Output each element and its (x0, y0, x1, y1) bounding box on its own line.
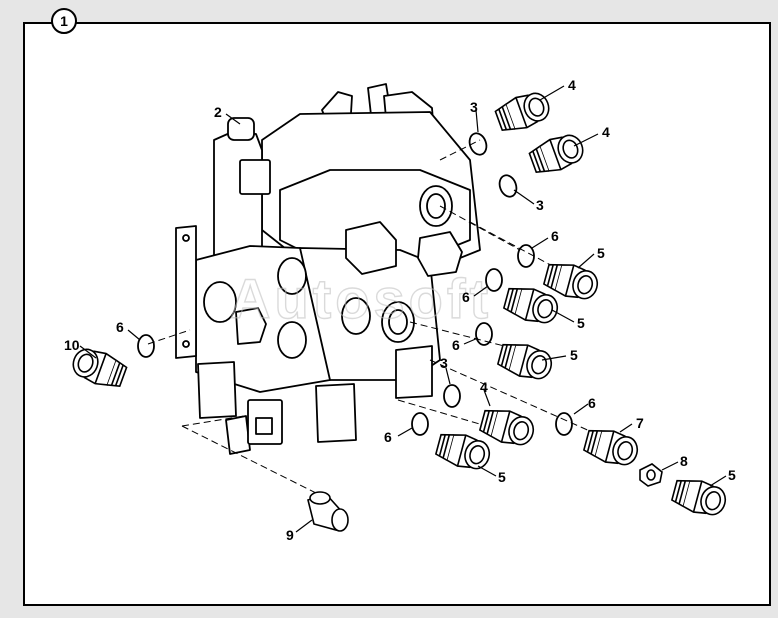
callout-5: 5 (498, 469, 506, 485)
figure-badge: 1 (51, 8, 77, 34)
callout-5: 5 (577, 315, 585, 331)
callout-6: 6 (462, 289, 470, 305)
fitting-4-lower (477, 404, 538, 451)
callout-8: 8 (680, 453, 688, 469)
callout-4: 4 (480, 379, 488, 395)
fitting-4-second (526, 129, 588, 179)
oring-6-d (137, 334, 155, 358)
callout-6: 6 (384, 429, 392, 445)
callout-5: 5 (570, 347, 578, 363)
callout-7: 7 (636, 415, 644, 431)
fitting-5-d (433, 428, 494, 475)
callout-3: 3 (440, 355, 448, 371)
fitting-5-c (495, 338, 556, 385)
oring-3-second (495, 172, 521, 200)
callout-5: 5 (728, 467, 736, 483)
callout-5: 5 (597, 245, 605, 261)
fitting-5-e (669, 474, 730, 521)
callout-9: 9 (286, 527, 294, 543)
nut-8 (639, 463, 663, 487)
watermark: Autosoft (230, 267, 492, 330)
callout-6: 6 (588, 395, 596, 411)
oring-3-lower (443, 384, 461, 408)
oring-3-top (465, 130, 491, 158)
callout-6: 6 (551, 228, 559, 244)
callout-10: 10 (64, 337, 80, 353)
oring-6-a (517, 244, 535, 268)
fitting-4-top (492, 87, 554, 137)
callout-6: 6 (452, 337, 460, 353)
callout-leaders (79, 85, 727, 533)
fitting-7 (581, 424, 642, 471)
callout-3: 3 (536, 197, 544, 213)
valve-block-assembly (175, 83, 481, 455)
callout-3: 3 (470, 99, 478, 115)
oring-6-f (555, 412, 573, 436)
callout-6: 6 (116, 319, 124, 335)
fitting-5-b (501, 282, 562, 329)
callout-2: 2 (214, 104, 222, 120)
callout-4: 4 (602, 124, 610, 140)
plug-9 (307, 491, 349, 532)
oring-6-e (411, 412, 429, 436)
figure-badge-label: 1 (60, 13, 68, 29)
callout-labels: 2 3 4 4 3 6 5 6 5 6 5 10 6 3 4 6 7 6 8 5… (64, 77, 736, 543)
callout-4: 4 (568, 77, 576, 93)
